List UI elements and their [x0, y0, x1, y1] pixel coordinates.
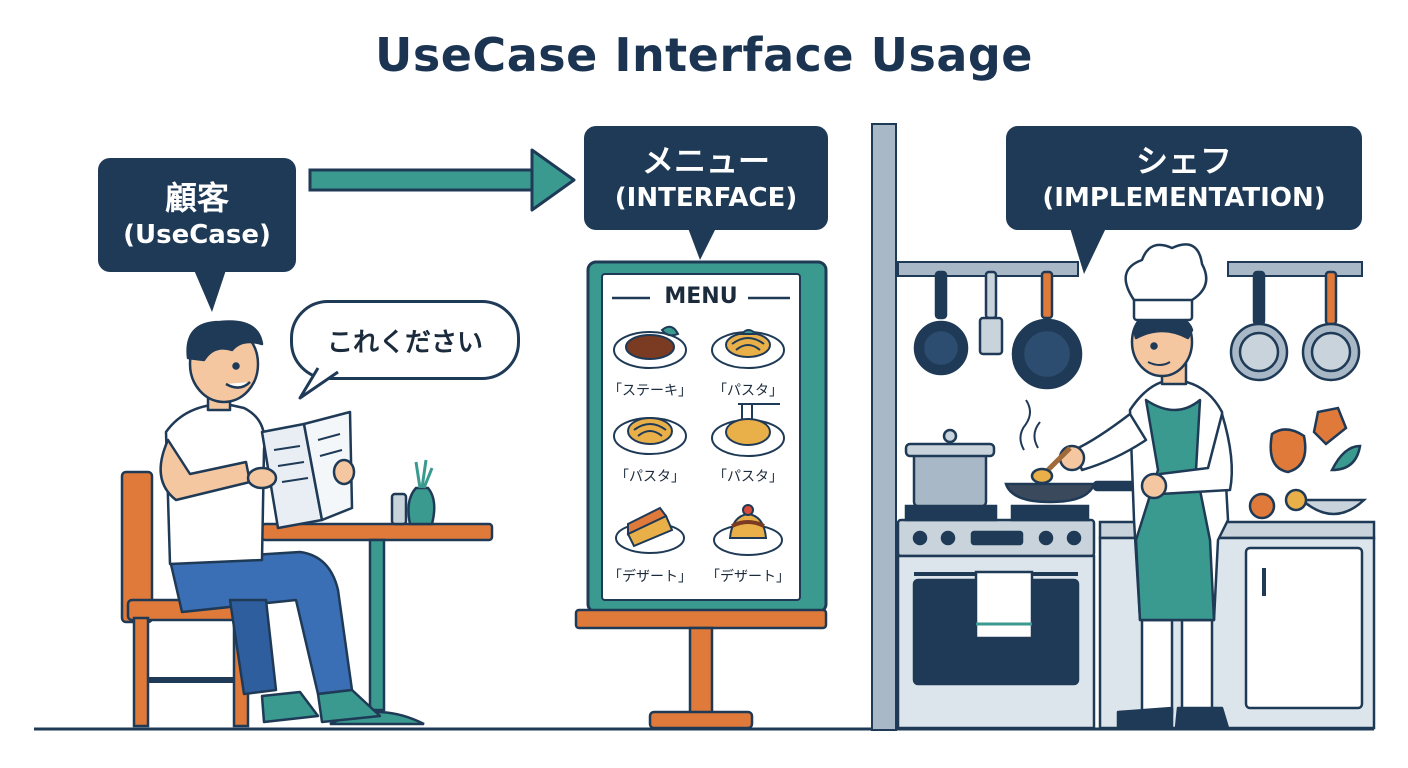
pasta-icon	[711, 329, 785, 369]
speech-text: これください	[326, 327, 483, 358]
steak-icon	[613, 325, 687, 369]
cafe-table	[260, 459, 494, 726]
menu-label-en: (INTERFACE)	[614, 183, 798, 213]
menu-item-label: 「デザート」	[608, 569, 692, 585]
customer-speech-bubble: これください	[290, 300, 520, 380]
utensil-rail	[1227, 261, 1363, 277]
customer-label-en: (UseCase)	[123, 220, 271, 250]
kitchen-pillar	[871, 123, 897, 731]
menu-board-title: MENU	[664, 284, 738, 309]
menu-item-label: 「ステーキ」	[608, 383, 692, 399]
menu-label-bubble: メニュー (INTERFACE)	[584, 126, 828, 260]
menu-board	[574, 260, 828, 730]
chef-label-jp: シェフ	[1135, 142, 1232, 180]
hanging-pans	[913, 270, 1361, 390]
menu-item-label: 「パスタ」	[713, 383, 783, 399]
chef-person	[1030, 243, 1234, 730]
request-arrow	[308, 148, 576, 212]
menu-item-label: 「パスタ」	[615, 469, 685, 485]
menu-item-label: 「デザート」	[706, 569, 790, 585]
page-title: UseCase Interface Usage	[375, 28, 1033, 82]
customer-person	[159, 320, 382, 724]
pudding-icon	[713, 504, 783, 556]
pasta-icon	[613, 417, 687, 455]
chef-label-en: (IMPLEMENTATION)	[1042, 183, 1326, 213]
cake-icon	[615, 506, 685, 554]
menu-item-label: 「パスタ」	[713, 469, 783, 485]
pasta-icon	[711, 403, 785, 457]
stove	[896, 399, 1146, 730]
customer-label-jp: 顧客	[164, 179, 229, 217]
chef-label-bubble: シェフ (IMPLEMENTATION)	[1006, 126, 1362, 274]
menu-label-jp: メニュー	[641, 142, 770, 180]
customer-label-bubble: 顧客 (UseCase)	[98, 158, 296, 312]
